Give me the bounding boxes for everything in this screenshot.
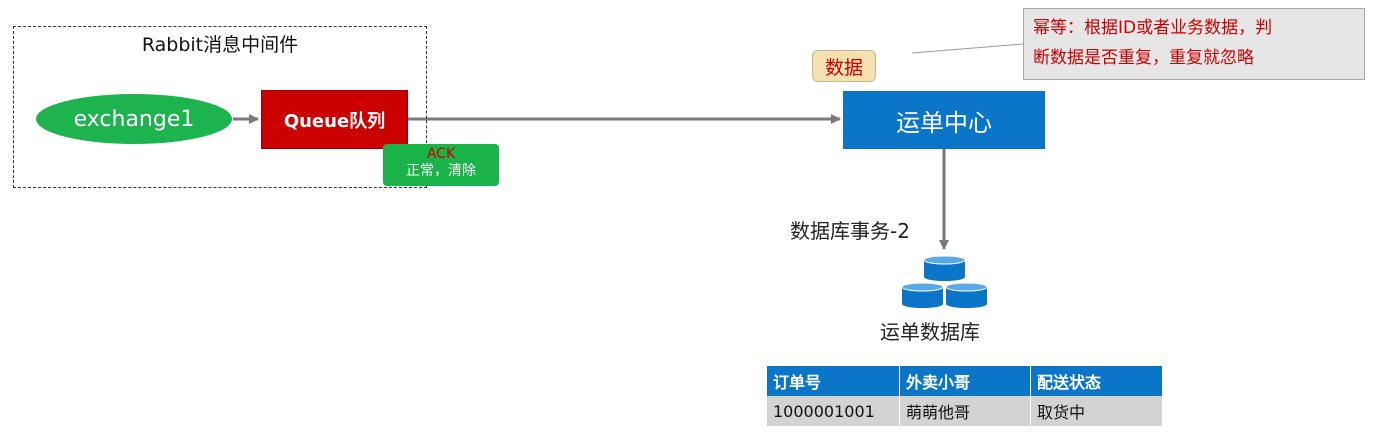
column-header-order-id: 订单号: [767, 366, 900, 396]
data-tag: 数据: [812, 50, 876, 82]
ack-description: 正常，清除: [406, 162, 476, 179]
queue-node: Queue队列: [261, 90, 408, 149]
cell-courier: 萌萌他哥: [899, 396, 1031, 426]
column-header-delivery-status: 配送状态: [1030, 366, 1163, 396]
queue-label: Queue队列: [283, 110, 386, 132]
rabbit-middleware-title: Rabbit消息中间件: [141, 34, 299, 56]
transaction-label: 数据库事务-2: [790, 219, 910, 243]
note-callout-line: [911, 43, 1024, 54]
cell-order-id: 1000001001: [767, 396, 900, 426]
note-line-1: 幂等：根据ID或者业务数据，判: [1033, 18, 1273, 38]
table-row: 1000001001 萌萌他哥 取货中: [767, 396, 1163, 426]
rabbit-middleware-container: [13, 26, 427, 188]
exchange-node: exchange1: [36, 94, 232, 144]
idempotency-note: 幂等：根据ID或者业务数据，判 断数据是否重复，重复就忽略: [1023, 8, 1365, 80]
table-header-row: 订单号 外卖小哥 配送状态: [767, 366, 1163, 396]
exchange-label: exchange1: [73, 106, 195, 132]
ack-badge: ACK 正常，清除: [383, 144, 499, 186]
ack-label: ACK: [426, 146, 456, 162]
waybill-center-node: 运单中心: [843, 91, 1045, 149]
order-table: 订单号 外卖小哥 配送状态 1000001001 萌萌他哥 取货中: [767, 366, 1163, 426]
data-tag-label: 数据: [824, 56, 863, 79]
database-icon: [901, 255, 988, 308]
column-header-courier: 外卖小哥: [899, 366, 1031, 396]
database-label: 运单数据库: [880, 320, 980, 344]
note-line-2: 断数据是否重复，重复就忽略: [1033, 48, 1254, 68]
waybill-center-label: 运单中心: [896, 108, 992, 137]
cell-delivery-status: 取货中: [1030, 396, 1163, 426]
